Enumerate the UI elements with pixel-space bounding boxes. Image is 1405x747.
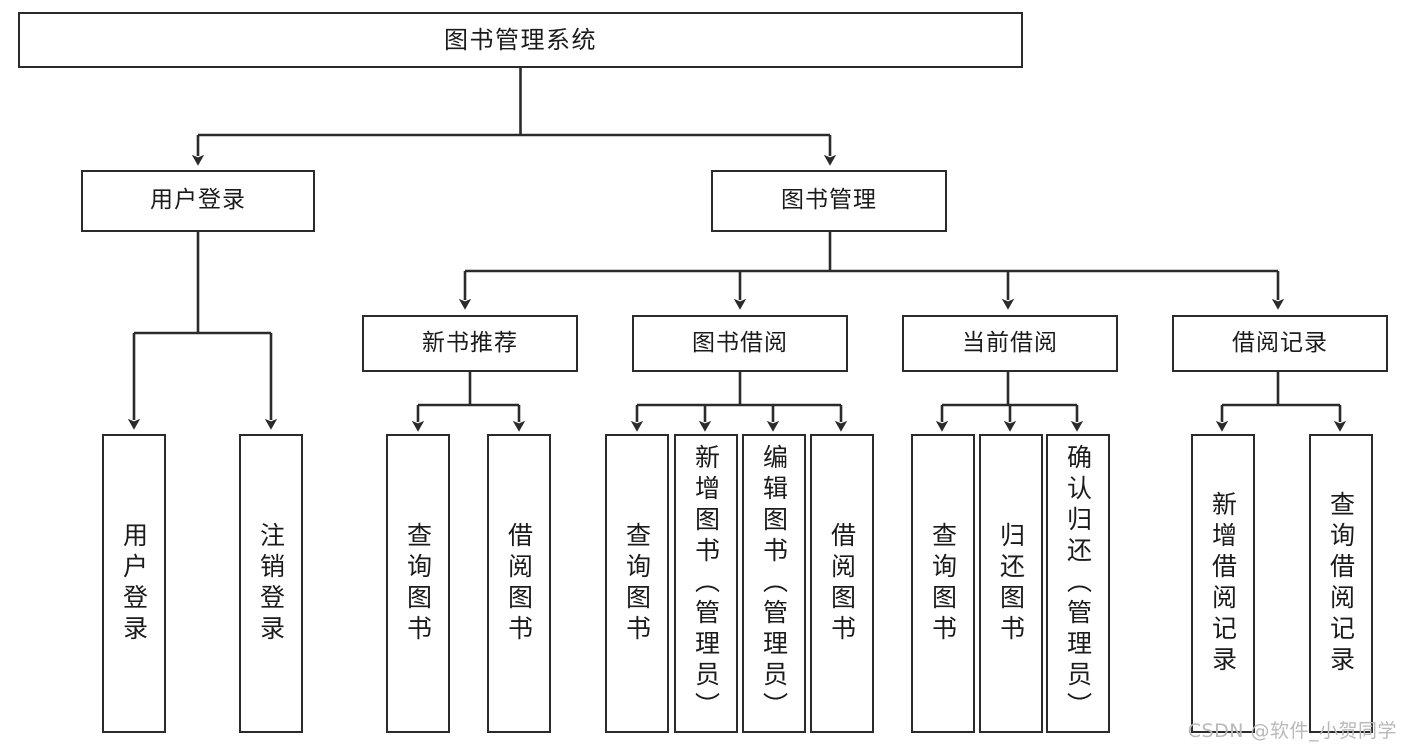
leaf-confirm-return[interactable]: 确认归还（管理员） [1046, 434, 1110, 733]
node-label: 注销登录 [256, 521, 286, 646]
node-label: 查询图书 [622, 521, 652, 646]
node-label: 图书管理系统 [444, 25, 597, 54]
node-book-management[interactable]: 图书管理 [711, 170, 947, 232]
csdn-watermark: CSDN @软件_小贺同学 [1187, 720, 1397, 742]
node-current-borrow[interactable]: 当前借阅 [902, 315, 1118, 372]
node-user-login[interactable]: 用户登录 [81, 170, 315, 232]
leaf-user-login[interactable]: 用户登录 [102, 434, 166, 733]
node-label: 查询借阅记录 [1326, 490, 1356, 677]
leaf-query-book-borrow[interactable]: 查询图书 [605, 434, 669, 733]
leaf-borrow-book[interactable]: 借阅图书 [810, 434, 874, 733]
node-label: 图书管理 [781, 187, 877, 214]
leaf-query-book-recommend[interactable]: 查询图书 [386, 434, 450, 733]
node-label: 新增图书（管理员） [691, 444, 721, 723]
leaf-logout[interactable]: 注销登录 [239, 434, 303, 733]
node-label: 归还图书 [996, 521, 1026, 646]
leaf-borrow-book-recommend[interactable]: 借阅图书 [487, 434, 551, 733]
leaf-return-book[interactable]: 归还图书 [979, 434, 1043, 733]
node-root-book-management-system[interactable]: 图书管理系统 [18, 12, 1023, 68]
node-label: 确认归还（管理员） [1063, 444, 1093, 723]
leaf-add-book[interactable]: 新增图书（管理员） [674, 434, 738, 733]
node-label: 借阅图书 [504, 521, 534, 646]
leaf-query-book-current[interactable]: 查询图书 [911, 434, 975, 733]
leaf-edit-book[interactable]: 编辑图书（管理员） [742, 434, 806, 733]
leaf-query-borrow-record[interactable]: 查询借阅记录 [1309, 434, 1373, 733]
node-label: 查询图书 [403, 521, 433, 646]
node-label: 借阅图书 [827, 521, 857, 646]
node-label: 图书借阅 [692, 329, 788, 356]
leaf-add-borrow-record[interactable]: 新增借阅记录 [1191, 434, 1255, 733]
node-book-borrow[interactable]: 图书借阅 [632, 315, 848, 372]
node-label: 当前借阅 [962, 329, 1058, 356]
node-label: 用户登录 [150, 187, 246, 214]
node-label: 新增借阅记录 [1208, 490, 1238, 677]
node-label: 借阅记录 [1232, 329, 1328, 356]
node-new-book-recommend[interactable]: 新书推荐 [362, 315, 578, 372]
node-label: 查询图书 [928, 521, 958, 646]
node-label: 用户登录 [119, 521, 149, 646]
node-label: 编辑图书（管理员） [759, 444, 789, 723]
node-label: 新书推荐 [422, 329, 518, 356]
node-borrow-record[interactable]: 借阅记录 [1172, 315, 1388, 372]
